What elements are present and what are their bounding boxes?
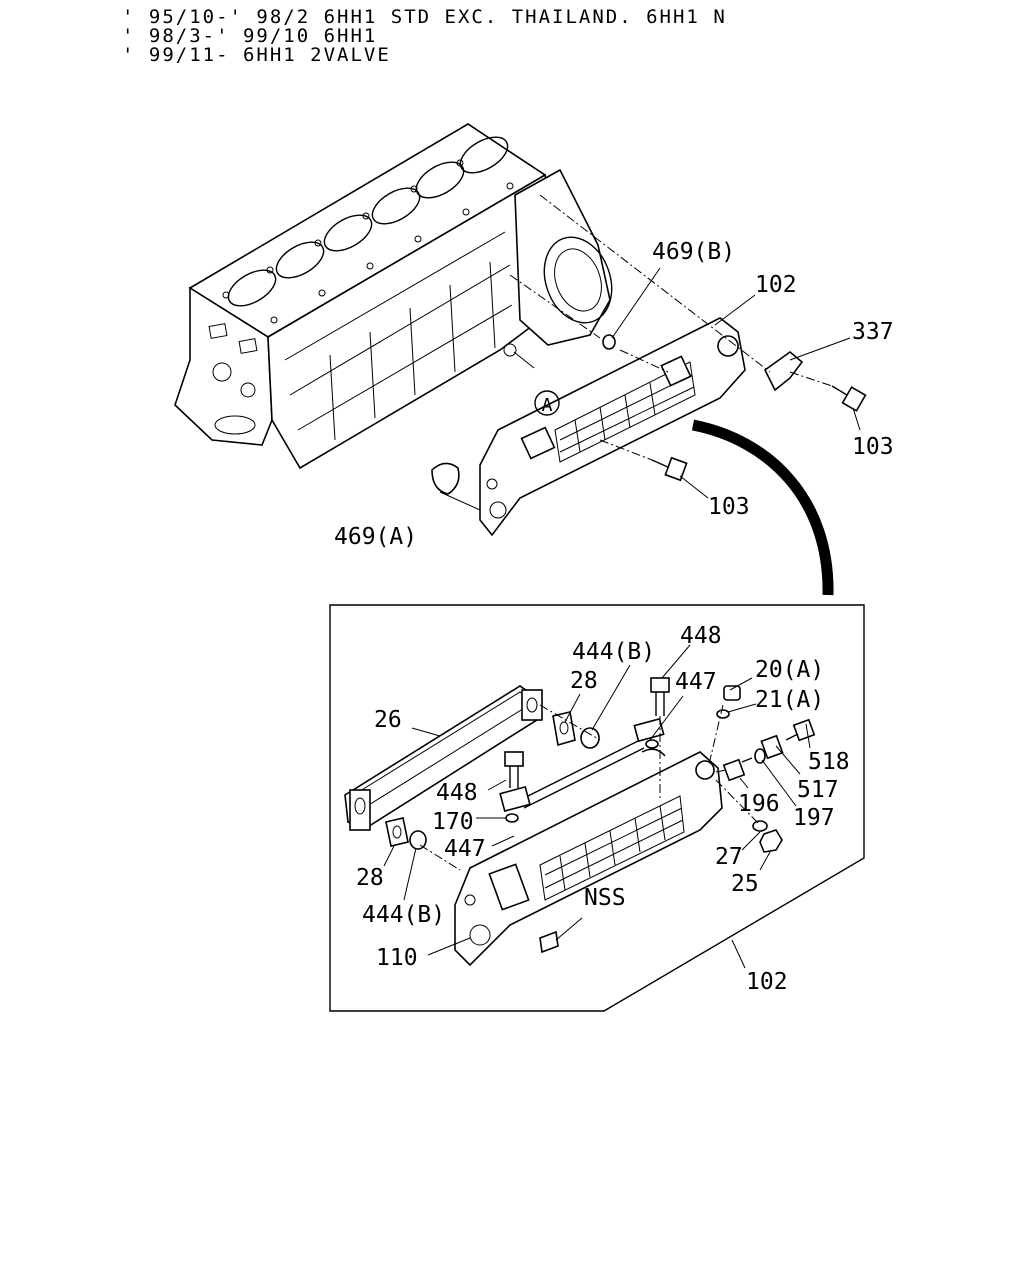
gasket-28-bottom [385, 817, 409, 847]
nipple-196 [722, 757, 753, 782]
oring-444b-top [580, 727, 600, 749]
bolt-518 [785, 718, 816, 742]
detail-leaders [383, 644, 811, 969]
overview-leaders [439, 267, 861, 511]
bolt-103-lower [651, 456, 688, 482]
label-448-top: 448 [680, 623, 722, 649]
label-103-right: 103 [852, 434, 894, 460]
gasket-469a [431, 462, 460, 495]
label-337: 337 [852, 319, 894, 345]
oil-pipe-447 [519, 739, 645, 809]
label-448-left: 448 [436, 780, 478, 806]
label-28-bottom: 28 [356, 865, 384, 891]
header-line-3: ' 99/11- 6HH1 2VALVE [122, 44, 391, 66]
cooler-element-26 [344, 685, 543, 831]
label-25: 25 [731, 871, 759, 897]
washer-197 [754, 748, 766, 764]
label-28-top: 28 [570, 668, 598, 694]
washer-21a [716, 709, 730, 719]
gasket-469b [602, 334, 616, 350]
reference-a-label: A [542, 395, 553, 416]
label-27: 27 [715, 844, 743, 870]
washer-170 [505, 813, 519, 823]
cooler-housing-110 [454, 751, 723, 967]
label-447-lower: 447 [444, 836, 486, 862]
bolt-448-top [650, 677, 670, 716]
bolt-448-left [504, 751, 524, 788]
label-20a: 20(A) [755, 657, 824, 683]
gasket-28-top [552, 711, 576, 747]
oring-444b-bottom [409, 830, 427, 850]
washer-447-top [645, 739, 659, 749]
label-469b: 469(B) [652, 239, 735, 265]
label-103-lower: 103 [708, 494, 750, 520]
plug-20a [723, 685, 741, 701]
label-469a: 469(A) [334, 524, 417, 550]
label-517: 517 [797, 777, 839, 803]
fitting-517 [760, 734, 784, 760]
label-102-top: 102 [755, 272, 797, 298]
bolt-103-right [831, 385, 867, 412]
oil-cooler-overview-illustration [479, 317, 746, 537]
detail-arrow [691, 419, 834, 596]
header-line-1: ' 95/10-' 98/2 6HH1 STD EXC. THAILAND. 6… [122, 6, 727, 28]
bracket-337 [763, 350, 804, 392]
label-26: 26 [374, 707, 402, 733]
nut-25 [759, 829, 783, 853]
reference-a-circle [534, 390, 560, 416]
label-447-top: 447 [675, 669, 717, 695]
label-21a: 21(A) [755, 687, 824, 713]
washer-27 [752, 820, 768, 832]
cylinder-block-illustration [174, 123, 613, 470]
nss-plate [539, 930, 559, 954]
label-nss: NSS [584, 885, 626, 911]
label-197: 197 [793, 805, 835, 831]
detail-frame [329, 604, 865, 1012]
label-444b-bottom: 444(B) [362, 902, 445, 928]
label-518: 518 [808, 749, 850, 775]
header-line-2: ' 98/3-' 99/10 6HH1 [122, 25, 377, 47]
label-102-detail: 102 [746, 969, 788, 995]
label-110: 110 [376, 945, 418, 971]
label-170: 170 [432, 809, 474, 835]
label-444b-top: 444(B) [572, 639, 655, 665]
label-196: 196 [738, 791, 780, 817]
